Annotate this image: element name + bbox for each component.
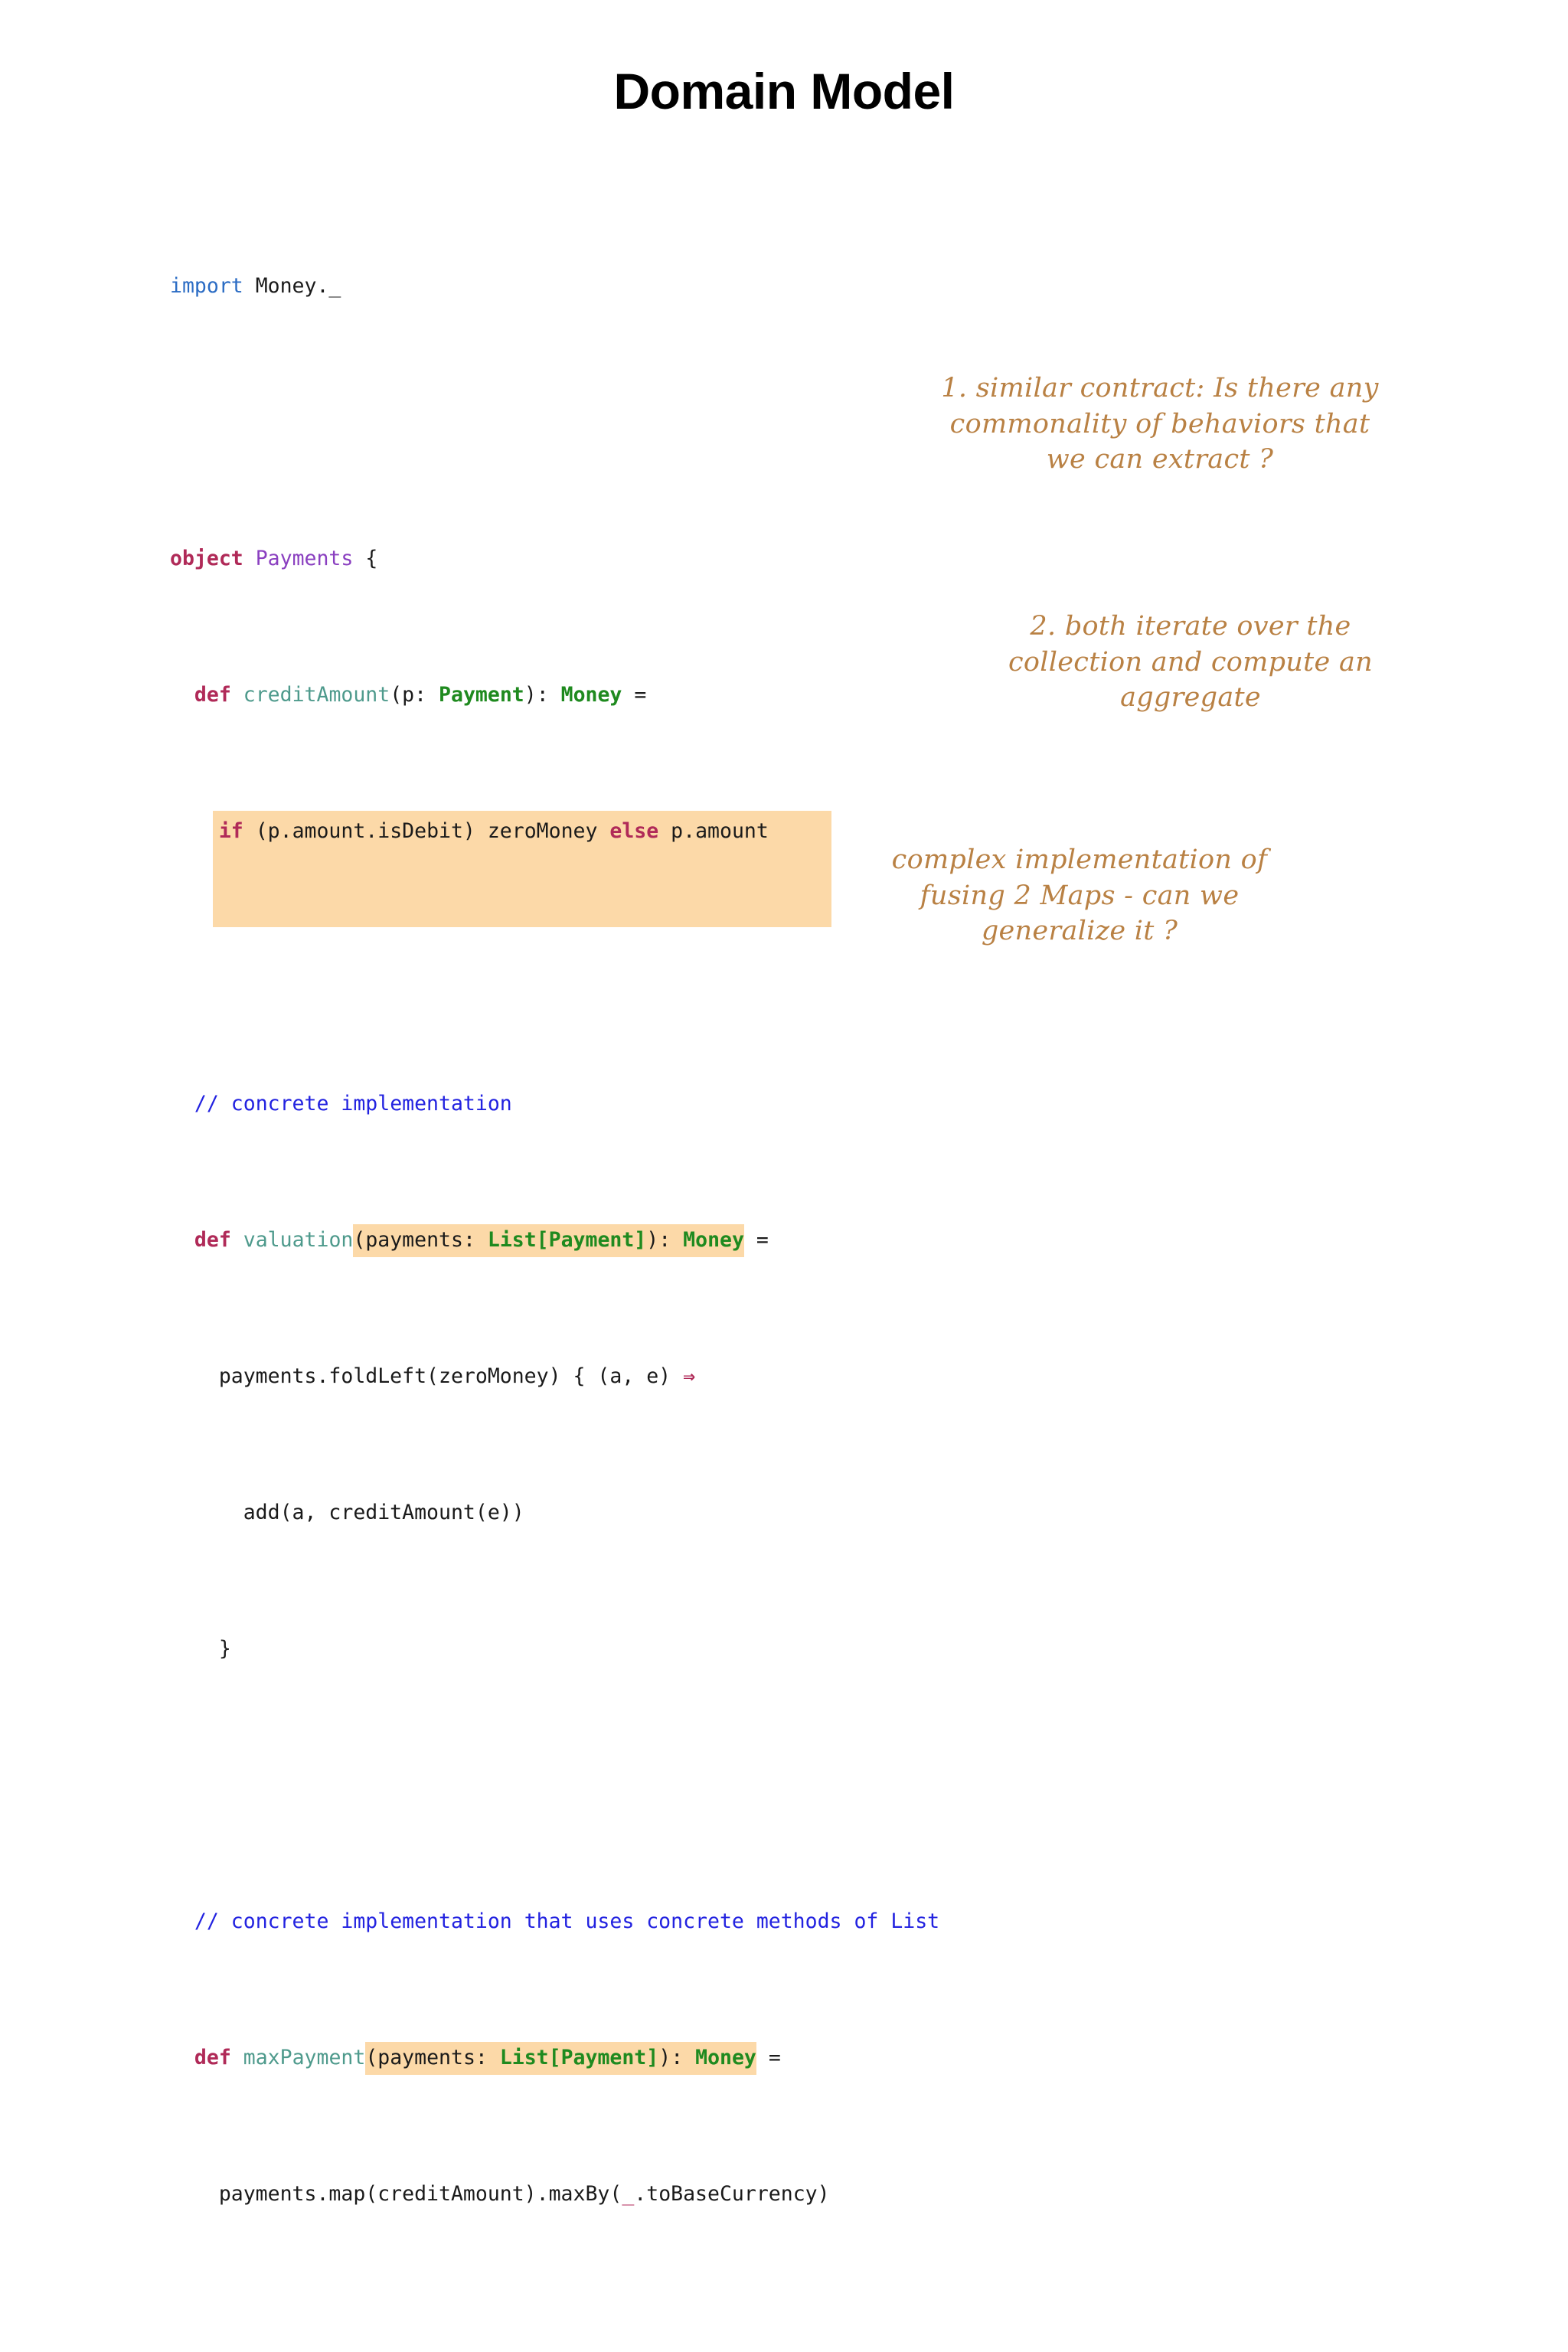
param-open-1: (p:: [390, 682, 439, 707]
code-line-blank-4: [170, 2314, 1568, 2348]
space-2: [353, 547, 365, 570]
param-mid-3: ):: [658, 2045, 696, 2069]
fat-arrow-icon: ⇒: [683, 1364, 696, 1388]
slide-title: Domain Model: [613, 63, 955, 119]
keyword-if: if: [218, 818, 243, 843]
type-money-3: Money: [695, 2045, 756, 2069]
foldleft-expr: payments.foldLeft(zeroMoney) { (a, e): [170, 1364, 684, 1388]
maxby-expr-b: .toBaseCurrency): [634, 2181, 830, 2206]
indent-3: [170, 1092, 194, 1116]
fn-name-maxpayment: maxPayment: [243, 2045, 366, 2069]
underscore-placeholder: _: [622, 2181, 635, 2206]
if-condition: (p.amount.isDebit) zeroMoney: [243, 818, 610, 843]
signature-highlight-valuation: (payments: List[Payment]): Money: [353, 1223, 744, 1257]
type-money-2: Money: [683, 1227, 744, 1252]
param-mid-1: ):: [524, 682, 561, 707]
fn-name-valuation: valuation: [243, 1227, 354, 1252]
space-1: [243, 547, 256, 570]
code-line-def-maxpayment: def maxPayment(payments: List[Payment]):…: [170, 2041, 1568, 2076]
keyword-def-1: def: [194, 682, 231, 707]
comment-concrete-implementation: // concrete implementation: [194, 1091, 512, 1116]
import-target: Money._: [243, 273, 341, 298]
code-line-blank-3: [170, 1769, 1568, 1803]
equals-2: =: [743, 1227, 769, 1252]
else-branch: p.amount: [658, 818, 769, 843]
indent-2: [170, 819, 219, 843]
param-mid-2: ):: [646, 1227, 684, 1252]
code-line-add: add(a, creditAmount(e)): [170, 1496, 1568, 1530]
fn-name-creditamount: creditAmount: [243, 682, 390, 707]
annotation-note-1: 1. similar contract: Is there any common…: [941, 373, 1379, 475]
type-money-1: Money: [560, 682, 622, 707]
param-open-2: (payments:: [353, 1227, 488, 1252]
type-list-payment-2: List[Payment]: [499, 2045, 659, 2069]
keyword-def-2: def: [194, 1227, 231, 1252]
type-list-payment-1: List[Payment]: [487, 1227, 647, 1252]
indent-4: [170, 1228, 194, 1252]
object-name-payments: Payments: [255, 546, 354, 570]
annotation-note-2: 2. both iterate over the collection and …: [1008, 611, 1373, 714]
space-3: [231, 683, 243, 707]
keyword-def-3: def: [194, 2045, 231, 2069]
code-line-import: import Money._: [170, 270, 1568, 304]
code-line-def-valuation: def valuation(payments: List[Payment]): …: [170, 1223, 1568, 1258]
keyword-else: else: [609, 818, 659, 843]
keyword-object: object: [170, 546, 243, 570]
code-line-close-brace-1: }: [170, 1632, 1568, 1667]
brace-close-1: }: [170, 1636, 231, 1661]
space-4: [231, 1228, 243, 1252]
keyword-import: import: [170, 273, 243, 298]
indent-1: [170, 683, 194, 707]
equals-1: =: [622, 682, 647, 707]
code-line-blank-2: [170, 951, 1568, 985]
code-line-comment-concrete-impl: // concrete implementation: [170, 1087, 1568, 1122]
indent-5: [170, 1909, 194, 1933]
annotation-note-3: complex implementation of fusing 2 Maps …: [891, 844, 1268, 947]
signature-highlight-maxpayment: (payments: List[Payment]): Money: [365, 2041, 756, 2075]
comment-concrete-methods-of-list: // concrete implementation that uses con…: [194, 1909, 940, 1933]
code-line-comment-concrete-methods: // concrete implementation that uses con…: [170, 1905, 1568, 1939]
type-payment-1: Payment: [439, 682, 524, 707]
add-expr: add(a, creditAmount(e)): [170, 1500, 524, 1524]
code-line-foldleft: payments.foldLeft(zeroMoney) { (a, e) ⇒: [170, 1360, 1568, 1394]
code-line-def-creditamount: def creditAmount(p: Payment): Money =: [170, 678, 1568, 713]
code-line-object: object Payments {: [170, 542, 1568, 577]
highlight-box-complicated-logic: [213, 811, 831, 927]
code-line-blank-1: [170, 406, 1568, 440]
equals-3: =: [756, 2045, 781, 2069]
space-5: [231, 2046, 243, 2069]
code-line-if-else: if (p.amount.isDebit) zeroMoney else p.a…: [170, 815, 1568, 849]
brace-open-object: {: [365, 546, 378, 570]
code-line-maxby: payments.map(creditAmount).maxBy(_.toBas…: [170, 2177, 1568, 2212]
indent-6: [170, 2046, 194, 2069]
param-open-3: (payments:: [365, 2045, 500, 2069]
code-block: import Money._ object Payments { def cre…: [170, 167, 1568, 2352]
maxby-expr-a: payments.map(creditAmount).maxBy(: [170, 2181, 622, 2206]
